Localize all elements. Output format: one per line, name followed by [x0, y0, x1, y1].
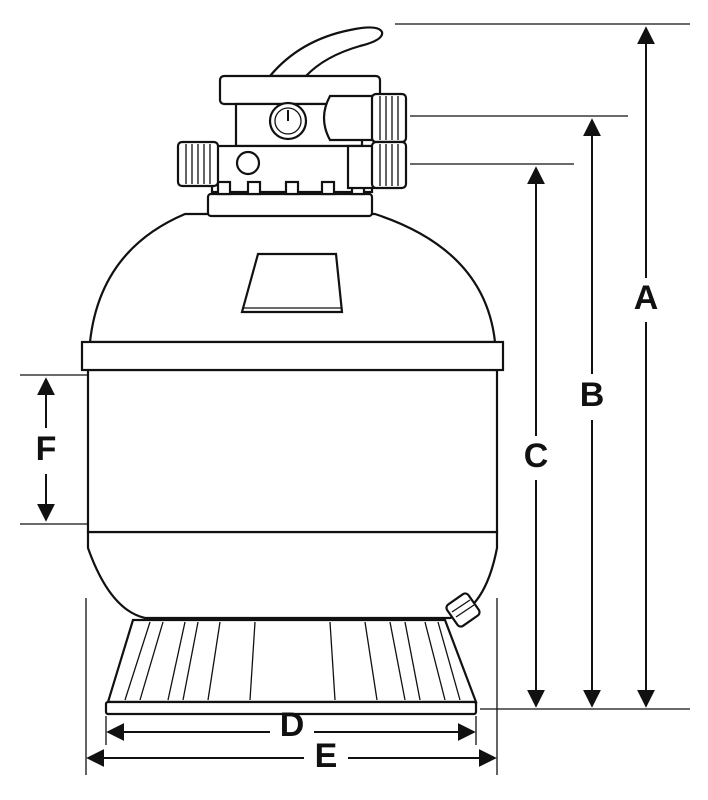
tank-cylinder [86, 368, 499, 534]
base-plate [104, 700, 478, 716]
valve-handle [267, 26, 384, 78]
extension-lines [20, 23, 690, 775]
dimension-f: F [36, 377, 57, 522]
right-upper-port-union [322, 92, 408, 144]
right-lower-port-union [346, 140, 408, 190]
filter-tank [80, 192, 505, 620]
dimension-d: D [106, 706, 476, 744]
dimension-c-label: C [524, 437, 549, 475]
dimension-b: B [580, 118, 605, 708]
dimension-e-label: E [315, 737, 338, 775]
tank-collar [206, 192, 374, 218]
label-plate [240, 252, 344, 314]
dimension-f-label: F [36, 430, 57, 468]
multiport-valve [176, 26, 408, 196]
dimension-c: C [524, 166, 549, 708]
dimension-b-label: B [580, 376, 605, 414]
tank-lower-dome [86, 530, 499, 620]
base-stand [104, 618, 478, 716]
dimension-a: A [634, 26, 659, 708]
dimension-a-label: A [634, 279, 659, 317]
drain-plug-icon [445, 592, 481, 628]
tank-seam-band [80, 340, 505, 372]
left-port-union [176, 140, 261, 188]
dimension-e: E [86, 737, 497, 775]
dimension-d-label: D [280, 706, 305, 744]
